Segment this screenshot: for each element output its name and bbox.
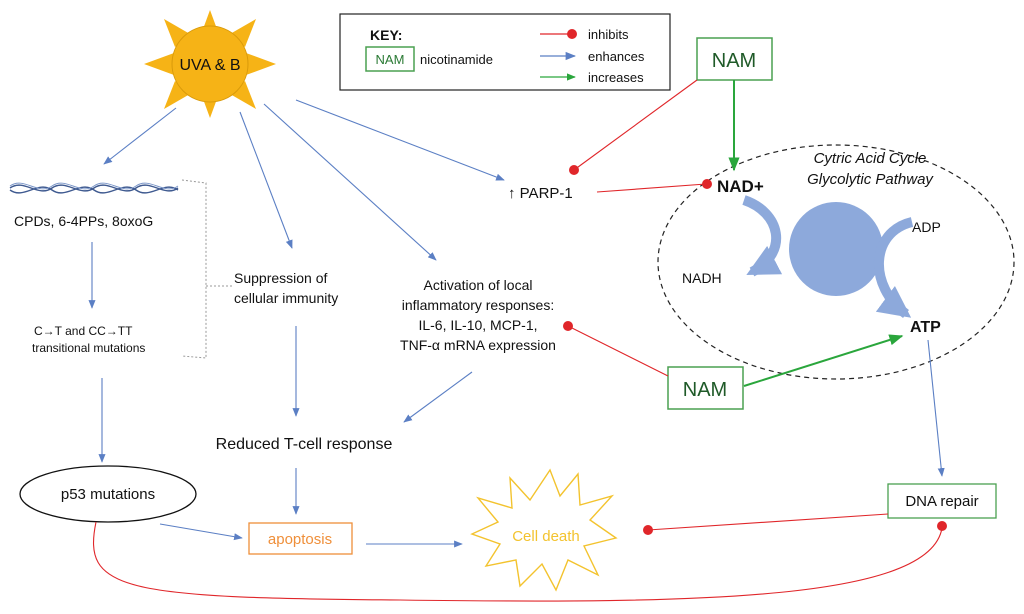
cell-death-label: Cell death [512,528,580,545]
inflammation-label-line3: IL-6, IL-10, MCP-1, [418,317,537,333]
suppression-label-line2: cellular immunity [234,290,338,306]
atp-label: ATP [910,319,941,336]
mutations-label-line2: transitional mutations [32,341,145,355]
nadh-label: NADH [682,270,722,286]
inhibit-p53-dna-repair [93,521,943,602]
dna-helix-icon [9,182,179,194]
cell-death-node: Cell death [470,468,618,592]
nam-mid-node: NAM [667,366,744,410]
suppression-label-line1: Suppression of [234,270,328,286]
dna-repair-label: DNA repair [905,493,978,510]
arrow-sun-to-inflammation [263,103,437,261]
inhibit-parp-nad [596,183,707,193]
parp-label: ↑ PARP-1 [508,185,573,202]
nam-top-label: NAM [712,50,756,72]
inflammation-label-line1: Activation of local [424,277,533,293]
key-nam-label: NAM [376,52,405,67]
key-legend: KEY: NAM nicotinamide inhibits enhances … [339,13,671,91]
cycle-boundary [657,144,1015,380]
inhibit-lines [93,79,943,602]
nam-top-node: NAM [696,37,773,81]
nad-label: NAD+ [717,177,764,196]
arrow-sun-to-dna [103,107,177,165]
nam-mid-label: NAM [683,379,727,401]
sun-label: UVA & B [179,57,240,74]
key-enhances-label: enhances [588,49,645,64]
inhibit-nam-inflammation [567,325,669,377]
sun-icon: UVA & B [144,10,276,118]
apoptosis-label: apoptosis [268,531,332,548]
p53-node: p53 mutations [19,465,197,523]
adp-to-atp-arrow [873,217,914,319]
arrow-sun-to-parp [295,99,505,181]
apoptosis-node: apoptosis [248,522,353,555]
adp-label: ADP [912,219,941,235]
key-title: KEY: [370,27,402,43]
key-inhibits-dot [567,29,577,39]
p53-label: p53 mutations [61,486,155,503]
inflammation-label-line4: TNF-α mRNA expression [400,337,556,353]
key-increases-label: increases [588,70,644,85]
cycle-title-line2: Glycolytic Pathway [807,171,934,188]
key-nam-description: nicotinamide [420,52,493,67]
increase-arrows [728,80,904,387]
inhibit-dots [563,165,947,535]
inhibit-dna-repair-cell-death [647,513,889,531]
arrow-inflammation-to-tcell [403,371,473,423]
key-inhibits-label: inhibits [588,27,629,42]
arrow-nam-to-atp [743,334,904,387]
arrow-atp-to-dna-repair [927,339,945,477]
enhance-arrows [88,99,945,548]
metabolic-cycle: Cytric Acid Cycle Glycolytic Pathway NAD… [657,144,1015,380]
key-nam-box [365,46,415,72]
arrow-sun-to-suppression [239,111,293,249]
arrow-p53-to-apoptosis [159,523,243,541]
cycle-circle [789,202,883,296]
lesions-label: CPDs, 6-4PPs, 8oxoG [14,213,153,229]
tcell-label: Reduced T-cell response [216,436,393,453]
dna-repair-node: DNA repair [887,483,997,519]
inhibit-nam-parp [573,79,698,171]
inflammation-label-line2: inflammatory responses: [402,297,555,313]
dna-bracket [181,179,207,359]
mutations-label-line1: C→T and CC→TT [34,324,133,338]
cycle-title-line1: Cytric Acid Cycle [814,150,927,167]
nad-to-nadh-arrow [742,195,783,277]
